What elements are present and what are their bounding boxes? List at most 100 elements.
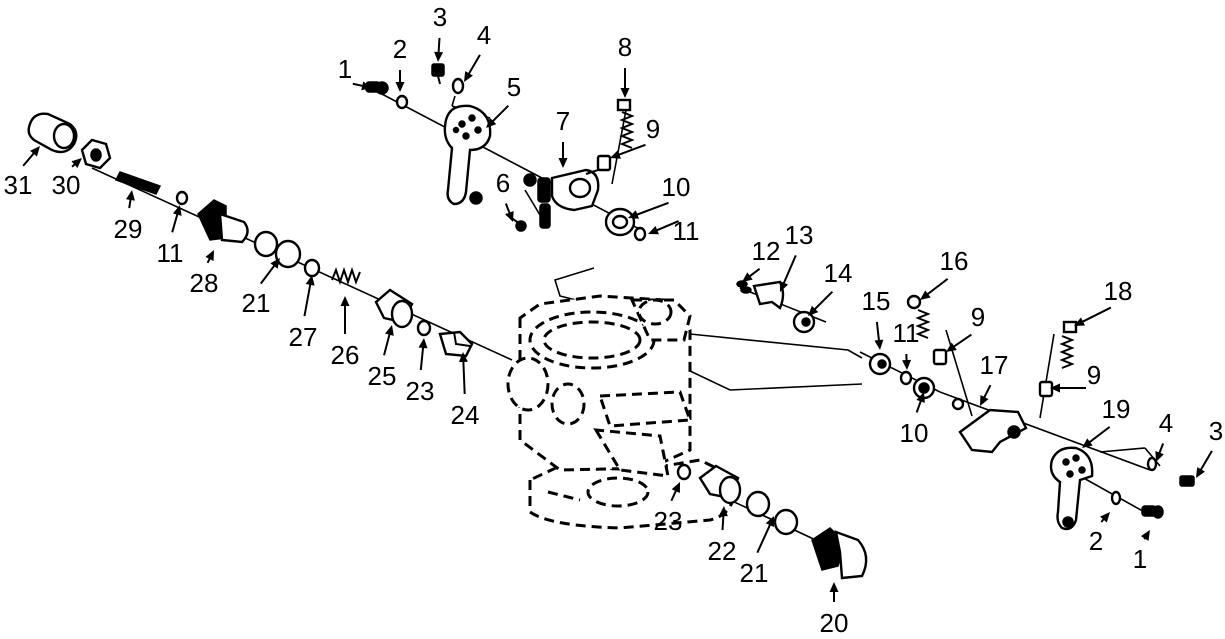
callout-arrowhead — [808, 305, 819, 316]
callout-c26: 26 — [331, 296, 360, 370]
callout-number: 16 — [940, 246, 969, 276]
adjust-screw-29 — [114, 171, 162, 195]
callout-number: 15 — [862, 286, 891, 316]
callout-arrowhead — [205, 250, 214, 261]
callout-c11b: 11 — [157, 205, 184, 268]
callout-leader — [1086, 426, 1111, 446]
callout-arrowhead — [946, 342, 957, 352]
bottom-shaft-group — [676, 463, 868, 580]
callout-arrowhead — [902, 359, 912, 370]
callout-c9b: 9 — [946, 302, 985, 352]
callout-number: 3 — [433, 2, 447, 32]
callout-c22: 22 — [708, 506, 737, 566]
nut-30 — [80, 138, 112, 170]
callout-c3a: 3 — [433, 2, 447, 62]
callout-c17: 17 — [980, 350, 1008, 406]
valve-28 — [197, 199, 249, 244]
callout-arrowhead — [434, 51, 444, 62]
callout-arrowhead — [126, 190, 135, 201]
seal-21b-left — [274, 239, 302, 269]
callout-arrowhead — [71, 158, 82, 168]
callout-arrowhead — [628, 210, 639, 219]
sleeve-24 — [438, 330, 474, 358]
spring-18 — [1059, 320, 1078, 369]
ring-27 — [303, 258, 321, 278]
callout-c29: 29 — [114, 190, 143, 244]
seal-21a-bottom — [745, 490, 771, 518]
callout-number: 9 — [646, 114, 660, 144]
callout-number: 9 — [1087, 360, 1101, 390]
callout-arrowhead — [172, 205, 182, 216]
callout-number: 18 — [1104, 276, 1133, 306]
callout-arrowhead — [1082, 438, 1093, 448]
callout-c1a: 1 — [338, 54, 372, 91]
callout-number: 6 — [496, 168, 510, 198]
callout-arrowhead — [920, 290, 931, 300]
ring-11-right — [899, 370, 913, 386]
callout-number: 13 — [785, 220, 814, 250]
callout-c30: 30 — [52, 158, 82, 200]
callout-leader — [383, 330, 392, 356]
left-shaft-group — [27, 112, 474, 358]
callout-number: 29 — [114, 214, 143, 244]
callout-c16: 16 — [920, 246, 968, 300]
callout-arrowhead — [648, 225, 659, 235]
seal-21b-bottom — [773, 508, 799, 536]
seal-21a-left — [253, 230, 279, 258]
callout-number: 26 — [331, 340, 360, 370]
callout-number: 21 — [740, 558, 769, 588]
callout-number: 5 — [507, 72, 521, 102]
callout-number: 30 — [52, 170, 81, 200]
callout-arrowhead — [340, 296, 350, 306]
washer-2-right — [1110, 490, 1122, 506]
callout-arrowhead — [1074, 317, 1085, 326]
callout-arrowhead — [505, 211, 514, 222]
callout-c8: 8 — [618, 32, 632, 98]
callout-c25: 25 — [368, 325, 396, 391]
bushing-15 — [868, 352, 892, 376]
callout-number: 9 — [971, 302, 985, 332]
callout-c23b: 23 — [654, 482, 682, 536]
callout-arrowhead — [742, 272, 753, 282]
callout-c20: 20 — [820, 582, 848, 638]
right-throttle-arm-group — [736, 280, 1195, 531]
callout-arrowhead — [671, 482, 680, 493]
screw-1-upper — [365, 81, 389, 95]
bushing-14 — [792, 310, 816, 334]
callout-number: 19 — [1102, 394, 1131, 424]
callout-arrowhead — [718, 506, 728, 517]
callout-arrowhead — [395, 82, 405, 92]
spring-16 — [906, 294, 931, 339]
callout-number: 11 — [157, 238, 184, 268]
callout-leader — [1078, 306, 1112, 325]
callout-number: 22 — [708, 536, 737, 566]
callout-c24: 24 — [451, 352, 479, 430]
callout-number: 23 — [406, 376, 435, 406]
callout-c21b: 21 — [740, 516, 774, 588]
spring-8 — [616, 98, 635, 149]
callout-c9a: 9 — [610, 114, 660, 159]
callout-number: 11 — [893, 318, 920, 348]
callout-number: 11 — [673, 216, 700, 246]
callout-c2b: 2 — [1089, 512, 1110, 556]
callout-c14: 14 — [808, 258, 852, 316]
callout-number: 28 — [190, 268, 219, 298]
cap-31 — [27, 112, 78, 154]
callout-number: 8 — [618, 32, 632, 62]
callout-arrowhead — [270, 258, 280, 269]
ring-11-upper — [633, 226, 647, 242]
lever-plate-19 — [1049, 446, 1094, 531]
bushing-25 — [374, 288, 414, 329]
callout-arrowhead — [779, 281, 789, 292]
callout-arrowhead — [1140, 530, 1150, 541]
callout-c15: 15 — [862, 286, 891, 350]
callout-c31: 31 — [4, 146, 40, 200]
callout-c4b: 4 — [1155, 408, 1173, 462]
callout-c10a: 10 — [628, 172, 690, 219]
callout-c1b: 1 — [1133, 530, 1150, 574]
clip-9-right-b — [1038, 380, 1054, 398]
plug-20 — [811, 527, 868, 580]
callout-leader — [615, 143, 646, 157]
callout-number: 31 — [4, 170, 33, 200]
